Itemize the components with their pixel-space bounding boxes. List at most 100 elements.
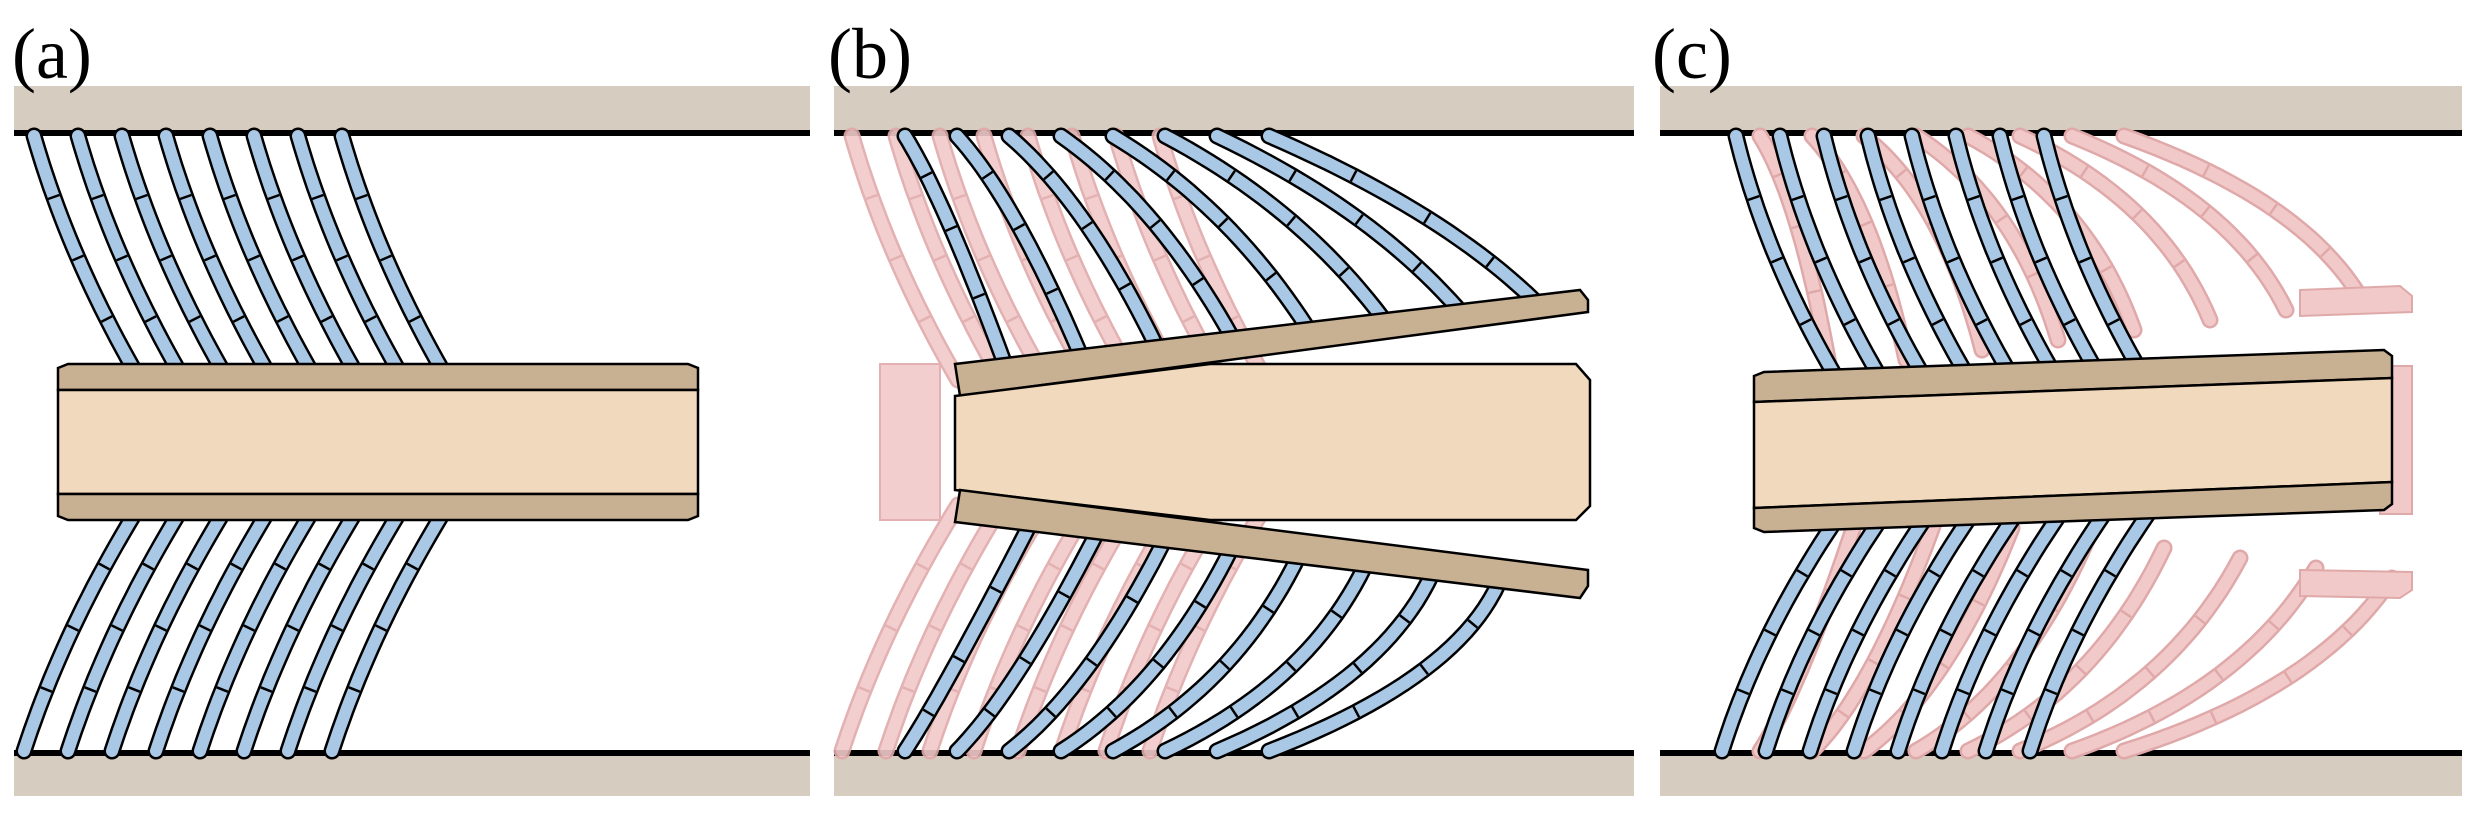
segment-joint [1895, 168, 1907, 179]
segment-joint [1262, 604, 1275, 614]
segment-joint [981, 170, 994, 180]
b-top-fiber-3 [1000, 127, 1171, 367]
segment-joint [918, 315, 931, 323]
c-top-fiber-1 [1727, 127, 1849, 393]
segment-joint [1485, 256, 1495, 268]
a-bottom-fiber-8 [323, 496, 457, 760]
segment-joint [929, 624, 941, 632]
segment-joint [2079, 256, 2091, 264]
segment-joint [2209, 711, 2218, 724]
segment-joint [2132, 208, 2143, 220]
segment-joint [1019, 656, 1031, 665]
segment-joint [1835, 194, 1848, 202]
a-lower-shell [56, 492, 700, 522]
segment-joint [1048, 562, 1061, 571]
segment-joint [1399, 614, 1411, 624]
segment-joint [1058, 590, 1070, 599]
segment-joint [375, 624, 387, 632]
b-bottom-fiber-5 [1104, 536, 1313, 760]
segment-joint [2045, 688, 2058, 696]
segment-joint [1265, 271, 1277, 282]
segment-joint [1799, 318, 1812, 326]
segment-joint [318, 562, 331, 571]
segment-joint [1006, 315, 1019, 323]
b-bottom-fiber-8 [1260, 566, 1511, 760]
segment-joint [1991, 256, 2003, 264]
segment-joint [2028, 628, 2040, 637]
a-top-fiber-8 [333, 127, 457, 389]
c-ghost-lower-shell [2299, 568, 2413, 600]
segment-joint [2194, 614, 2206, 625]
segment-joint [142, 562, 155, 571]
a-core [56, 388, 700, 496]
c-ghost-upper-shell [2299, 284, 2413, 318]
b-upper-shell [953, 288, 1590, 398]
segment-joint [1869, 688, 1882, 696]
segment-joint [2283, 671, 2293, 683]
c-ghost-top-fiber-8 [2115, 127, 2371, 309]
segment-joint [1931, 318, 1944, 326]
segment-joint [1104, 170, 1115, 181]
segment-joint [1764, 628, 1776, 637]
b-bottom-fiber-4 [1052, 526, 1247, 760]
segment-joint [1152, 658, 1164, 669]
segment-joint [1747, 194, 1760, 202]
segment-joint [2035, 256, 2047, 264]
segment-joint [355, 193, 368, 201]
segment-joint [1218, 217, 1229, 228]
segment-joint [111, 624, 123, 632]
segment-joint [1467, 619, 1479, 629]
segment-joint [960, 562, 973, 571]
c-top-fiber-6 [1947, 127, 2069, 393]
segment-joint [287, 624, 299, 632]
segment-joint [1094, 315, 1107, 323]
segment-joint [304, 686, 317, 693]
segment-joint [1061, 624, 1073, 632]
bottom-plate [834, 756, 1634, 796]
segment-joint [1781, 688, 1794, 696]
segment-joint [67, 624, 79, 632]
fiber-outline [1260, 127, 1551, 317]
b-ghost-top-fiber-3 [931, 127, 1055, 389]
segment-joint [1352, 662, 1363, 674]
segment-joint [1852, 628, 1864, 637]
a-bottom-fiber-1 [15, 496, 149, 760]
segment-joint [1119, 282, 1131, 291]
panel-b [833, 86, 1634, 796]
segment-joint [408, 315, 421, 323]
segment-joint [1995, 214, 2008, 224]
top-plate [834, 86, 1634, 130]
segment-joint [1085, 193, 1098, 201]
segment-joint [311, 193, 324, 201]
segment-joint [2214, 669, 2224, 681]
c-bottom-fiber-8 [2021, 505, 2157, 760]
segment-joint [1286, 661, 1297, 672]
segment-joint [2072, 628, 2084, 637]
segment-joint [1771, 256, 1783, 264]
segment-joint [364, 315, 377, 323]
segment-joint [1412, 261, 1423, 273]
segment-joint [172, 686, 185, 693]
b-ghost-bottom-fiber-5 [1009, 496, 1143, 760]
c-ghost-bottom-fiber-6 [2011, 549, 2249, 760]
segment-joint [1815, 256, 1827, 264]
b-bottom-fiber-2 [948, 506, 1115, 760]
segment-joint [1984, 628, 1996, 637]
segment-joint [2342, 625, 2353, 637]
segment-joint [885, 624, 897, 632]
segment-joint [1288, 170, 1297, 182]
segment-joint [188, 315, 201, 323]
segment-joint [952, 655, 965, 663]
segment-joint [186, 562, 199, 571]
panel-b-label: (b) [828, 14, 912, 94]
c-ghost-top-fiber-1 [1751, 127, 1839, 379]
c-top-fiber-5 [1903, 127, 2025, 393]
a-top-fiber-6 [245, 127, 369, 389]
segment-joint [336, 254, 348, 262]
b-bottom-fiber-6 [1156, 546, 1379, 760]
b-ghost-core [879, 363, 941, 521]
segment-joint [91, 193, 104, 201]
c-lower-shell [1752, 480, 2394, 534]
segment-joint [1896, 628, 1908, 637]
segment-joint [2200, 206, 2211, 217]
